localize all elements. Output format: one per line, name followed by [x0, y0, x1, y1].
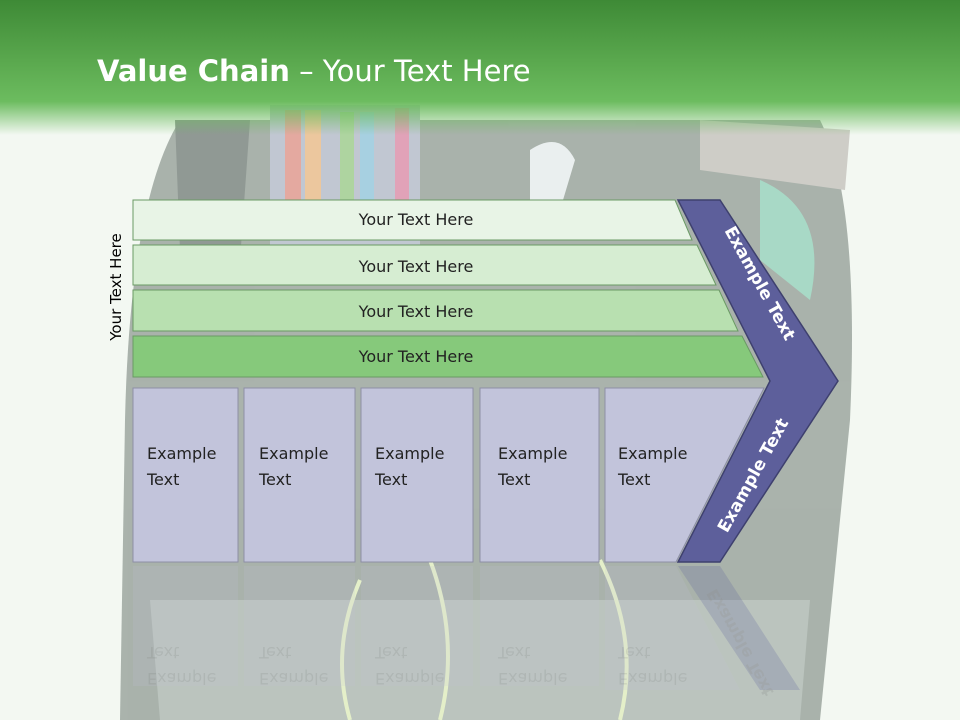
- svg-text:Example: Example: [375, 669, 444, 688]
- box-1-label-line2: Text: [146, 470, 179, 489]
- svg-text:Text: Text: [258, 643, 291, 662]
- reflection-box-2-line1: Example: [259, 669, 328, 688]
- reflection-box-3-line1: Example: [375, 669, 444, 688]
- box-4-label-line2: Text: [497, 470, 530, 489]
- title-rest: – Your Text Here: [289, 54, 531, 88]
- reflection-box-2-line2: Text: [258, 643, 291, 662]
- page-title: Value Chain – Your Text Here: [97, 54, 531, 88]
- row-1-label: Your Text Here: [358, 210, 474, 229]
- box-5-label-line2: Text: [617, 470, 650, 489]
- box-3-label: Example: [375, 444, 444, 463]
- row-4-shape: [132, 335, 764, 378]
- row-3-shape: [132, 289, 739, 332]
- box-2: [243, 387, 356, 563]
- reflection-box-5-line1: Example: [618, 669, 687, 688]
- svg-text:Example: Example: [259, 669, 328, 688]
- box-4-label: Example: [498, 444, 567, 463]
- reflection-box-3-line2: Text: [374, 643, 407, 662]
- box-2-label-line2: Text: [258, 470, 291, 489]
- reflection-box-4-line1: Example: [498, 669, 567, 688]
- reflection-box-5-line2: Text: [617, 643, 650, 662]
- box-1-label: Example: [147, 444, 216, 463]
- box-3: [360, 387, 474, 563]
- box-5-label: Example: [618, 444, 687, 463]
- svg-text:Example: Example: [618, 669, 687, 688]
- svg-text:Example: Example: [147, 669, 216, 688]
- row-1-shape: [132, 199, 693, 241]
- svg-text:Text: Text: [374, 643, 407, 662]
- row-2-shape: [132, 244, 717, 286]
- svg-text:Text: Text: [146, 643, 179, 662]
- diagram-reflection: Example Text Example Text Example Text E…: [133, 566, 800, 700]
- box-2-label: Example: [259, 444, 328, 463]
- title-bold: Value Chain: [97, 54, 290, 88]
- box-4: [479, 387, 600, 563]
- svg-text:Example: Example: [498, 669, 567, 688]
- chevron-arrow: [676, 199, 839, 563]
- svg-text:Text: Text: [617, 643, 650, 662]
- box-5: [604, 387, 765, 563]
- reflection-box-4-line2: Text: [497, 643, 530, 662]
- reflection-box-1-line1: Example: [147, 669, 216, 688]
- box-3-label-line2: Text: [374, 470, 407, 489]
- svg-text:Text: Text: [497, 643, 530, 662]
- title-bar: Value Chain – Your Text Here: [0, 0, 960, 135]
- row-4-label: Your Text Here: [358, 347, 474, 366]
- row-3-label: Your Text Here: [358, 302, 474, 321]
- reflection-box-1-line2: Text: [146, 643, 179, 662]
- box-1: [132, 387, 239, 563]
- row-2-label: Your Text Here: [358, 257, 474, 276]
